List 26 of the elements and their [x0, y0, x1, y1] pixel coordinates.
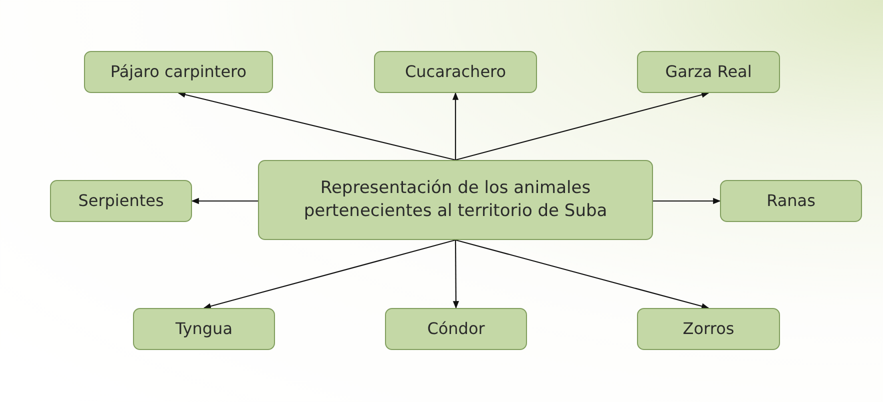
node-label: Garza Real: [665, 61, 752, 83]
arrow: [455, 239, 710, 310]
process-box: [258, 160, 653, 240]
arrow: [653, 198, 721, 204]
node-label: Tyngua: [176, 318, 232, 340]
arrow: [203, 239, 456, 310]
process-box: [637, 308, 780, 350]
process-box: [374, 51, 537, 93]
process-box: [385, 308, 527, 350]
process-box: [637, 51, 780, 93]
arrow: [452, 240, 460, 309]
process-box: [720, 180, 862, 222]
arrow: [191, 198, 258, 204]
node-label: Zorros: [682, 318, 734, 340]
node-label: Pájaro carpintero: [110, 61, 247, 83]
process-box: [133, 308, 275, 350]
node-label: Serpientes: [78, 190, 164, 212]
node-label: Representación de los animales pertenecientes al territorio de Suba: [302, 177, 608, 223]
arrow: [455, 92, 710, 161]
node-label: Cóndor: [427, 318, 485, 340]
node-label: Cucarachero: [404, 61, 506, 83]
arrow: [178, 92, 456, 161]
node-label: Ranas: [766, 190, 816, 212]
process-box: [84, 51, 273, 93]
process-box: [50, 180, 192, 222]
arrow: [452, 92, 459, 160]
